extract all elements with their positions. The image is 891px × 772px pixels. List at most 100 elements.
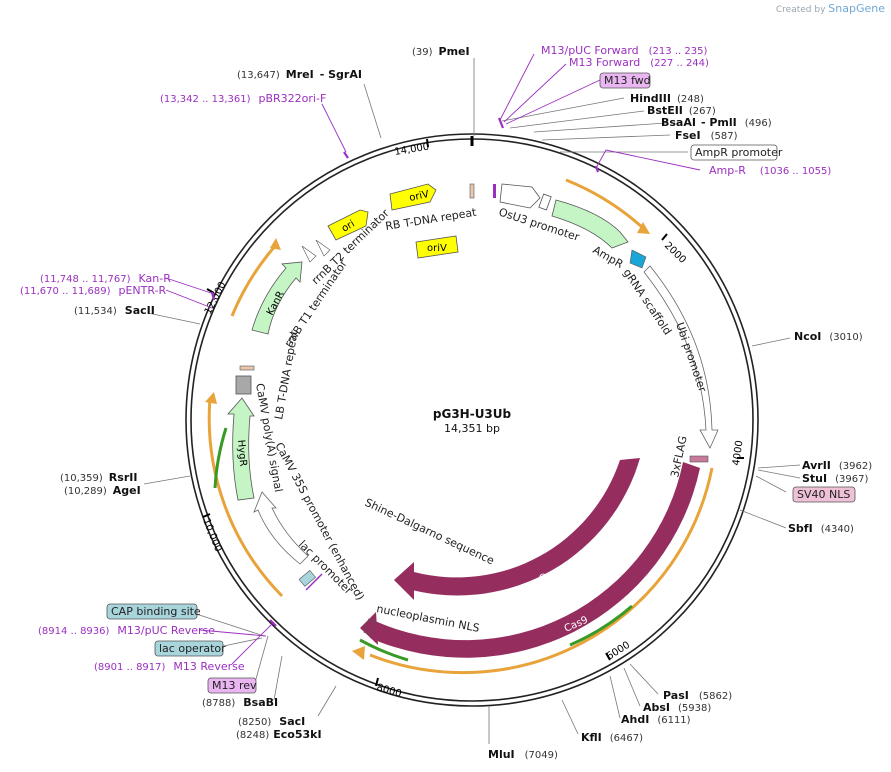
enzyme-rsrii: (10,359)RsrII — [60, 471, 137, 484]
leader-sbfi — [739, 509, 787, 529]
ubi-arrow — [643, 265, 719, 449]
sv40nls-box-text: SV40 NLS — [797, 488, 850, 501]
lac-primer-bar — [305, 573, 323, 591]
ruler-tick-2000 — [661, 233, 668, 241]
enzyme-saci: (8250)SacI — [238, 715, 305, 728]
cas9-feature: Cas9 Cas9 — [360, 458, 700, 658]
leader-avrii — [757, 464, 801, 469]
primer-m13puc-fwd: M13/pUC Forward(213 .. 235) — [541, 44, 707, 57]
leader-pasi — [629, 663, 659, 695]
leader-agei — [143, 475, 191, 485]
enzyme-kfli: KflI(6467) — [581, 731, 643, 744]
cas9-inner-arc — [412, 458, 640, 596]
leader-hindiii — [501, 97, 625, 122]
ruler-label-2000: 2000 — [662, 240, 688, 266]
ruler-label-12000: 12,000 — [203, 280, 229, 316]
lacop-box-text: lac operator — [159, 642, 226, 655]
flag-box — [689, 455, 709, 463]
leader-fsei — [541, 134, 671, 141]
primer-m13-rev: (8901 .. 8917)M13 Reverse — [94, 660, 245, 673]
ruler-label-10000: 10,000 — [200, 517, 223, 554]
leader-kfli — [561, 699, 579, 735]
enzyme-ahdi: AhdI(6111) — [621, 713, 691, 726]
backbone — [185, 133, 759, 707]
enzyme-bsabi: (8788)BsaBI — [202, 696, 278, 709]
camv-polya-box — [235, 375, 252, 395]
m13fwd-box — [599, 72, 651, 89]
lb-tdna-box — [239, 365, 255, 371]
enzyme-stui: StuI(3967) — [802, 472, 868, 485]
leader-bsaai — [533, 122, 667, 133]
enzyme-agei: (10,289)AgeI — [64, 484, 141, 497]
primer-m13puc-rev: (8914 .. 8936)M13/pUC Reverse — [38, 624, 215, 637]
enzyme-hindiii: HindIII(248) — [630, 92, 704, 105]
rb-primer-bar — [493, 184, 496, 198]
plasmid-length: 14,351 bp — [444, 422, 500, 435]
credit-prefix: Created by — [775, 5, 826, 15]
rb-tdna-label: RB T-DNA repeat — [384, 206, 478, 233]
orf-arc-ampr — [565, 178, 645, 230]
ruler-label-8000: 8000 — [375, 682, 402, 700]
enzyme-pmei: (39)PmeI — [412, 45, 470, 58]
leader-pentr-r — [165, 289, 213, 309]
leader-sacii — [147, 312, 201, 325]
leader-sv40 — [755, 475, 787, 493]
snapgene-credit: Created by SnapGene — [776, 2, 885, 15]
rrnb-t2-arrow — [315, 239, 331, 257]
hygr-label: HygR — [235, 439, 248, 467]
credit-brand: SnapGene — [828, 2, 885, 15]
enzyme-avrii: AvrII(3962) — [802, 459, 872, 472]
orf-arrowheads — [205, 222, 650, 660]
primer-tick-rev — [269, 619, 277, 627]
ruler-label-4000: 4000 — [731, 440, 745, 467]
primer-pentr-r: (11,670 .. 11,689)pENTR-R — [20, 284, 167, 297]
grna-arrow — [629, 249, 647, 269]
hygr-arrow — [227, 397, 255, 501]
enzyme-bsteii: BstEII(267) — [647, 104, 716, 117]
orf-head-kanr — [270, 238, 281, 250]
leader-ahdi — [609, 675, 621, 719]
primer-ticks — [210, 117, 600, 627]
leader-m13rev — [253, 635, 269, 687]
orf-inner — [213, 427, 633, 662]
primer-labels: M13/pUC Forward(213 .. 235) M13 Forward(… — [20, 44, 831, 673]
orf-head-hygr — [205, 392, 217, 404]
m13fwd-box-text: M13 fwd — [604, 74, 651, 87]
rrnb-t1-arrow — [301, 245, 317, 263]
backbone-outer — [185, 133, 759, 707]
ubi-feature: Ubi promoter — [643, 265, 719, 449]
ruler-tick-14000 — [426, 138, 429, 148]
nucleoplasmin-box — [363, 618, 376, 635]
enzyme-pasi: PasI(5862) — [663, 689, 732, 702]
kanr-arrow — [251, 261, 303, 335]
leader-m13fwd-box — [505, 79, 601, 125]
lb-tdna-label: LB T-DNA repeat — [272, 329, 301, 421]
leader-m13puc-rev — [199, 629, 267, 637]
leader-saci — [317, 685, 337, 717]
primer-amp-r: Amp-R(1036 .. 1055) — [709, 164, 831, 177]
enzyme-sacii: (11,534)SacII — [74, 304, 155, 317]
orf-arcs — [207, 178, 714, 675]
leader-m13-fwd — [503, 63, 567, 123]
rb-tdna-box — [469, 183, 475, 199]
osu3-arrow — [499, 183, 541, 209]
sv40nls-box — [792, 486, 856, 503]
ampr-label: AmpR — [591, 243, 626, 271]
ruler-tick-8000 — [375, 677, 379, 687]
oriv-mid-label: oriV — [427, 243, 447, 254]
orf-arc-hygr — [207, 397, 284, 598]
primer-kan-r: (11,748 .. 11,767)Kan-R — [40, 272, 171, 285]
ruler-tick-6000 — [605, 652, 611, 661]
enzyme-sbfi: SbfI(4340) — [788, 522, 854, 535]
primer-tick-kan — [210, 291, 216, 301]
osu3-small-box — [538, 193, 552, 211]
leader-m13puc-fwd — [499, 53, 535, 121]
enzyme-eco53ki: (8248)Eco53kI — [236, 728, 322, 741]
amppromoter-box — [690, 144, 778, 161]
leader-absi — [623, 667, 641, 707]
hygr-feature: HygR — [227, 397, 255, 501]
orf-head-cas9 — [352, 646, 365, 660]
ruler-label-14000: 14,000 — [394, 142, 430, 158]
amppromoter-box-text: AmpR promoter — [695, 146, 783, 159]
